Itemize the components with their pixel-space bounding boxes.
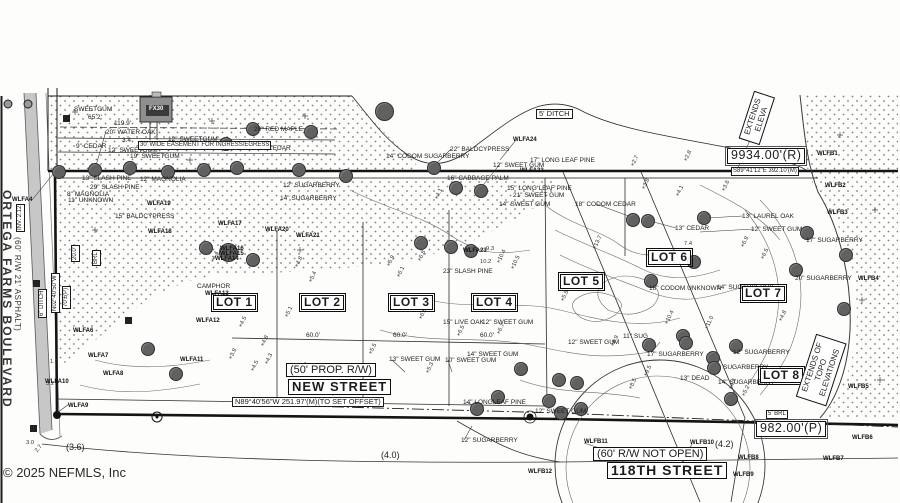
utility-symbol xyxy=(125,317,132,324)
stipple-wetland-regions xyxy=(48,95,898,418)
monument-marker xyxy=(53,168,61,176)
easement-lines xyxy=(57,126,341,155)
ditch-line xyxy=(351,95,807,171)
hydrant-symbol xyxy=(63,115,70,122)
monument-marker xyxy=(526,413,534,421)
monument-marker xyxy=(53,411,61,419)
manhole-symbol xyxy=(3,99,13,109)
hydrant-symbol xyxy=(30,425,37,432)
survey-symbols xyxy=(3,91,883,432)
manhole-symbol xyxy=(23,99,33,109)
monument-marker xyxy=(151,411,163,423)
street-centerlines xyxy=(41,403,899,463)
building-label-chip xyxy=(146,105,169,116)
hydrant-symbol xyxy=(33,280,40,287)
cross-marks xyxy=(72,109,883,383)
